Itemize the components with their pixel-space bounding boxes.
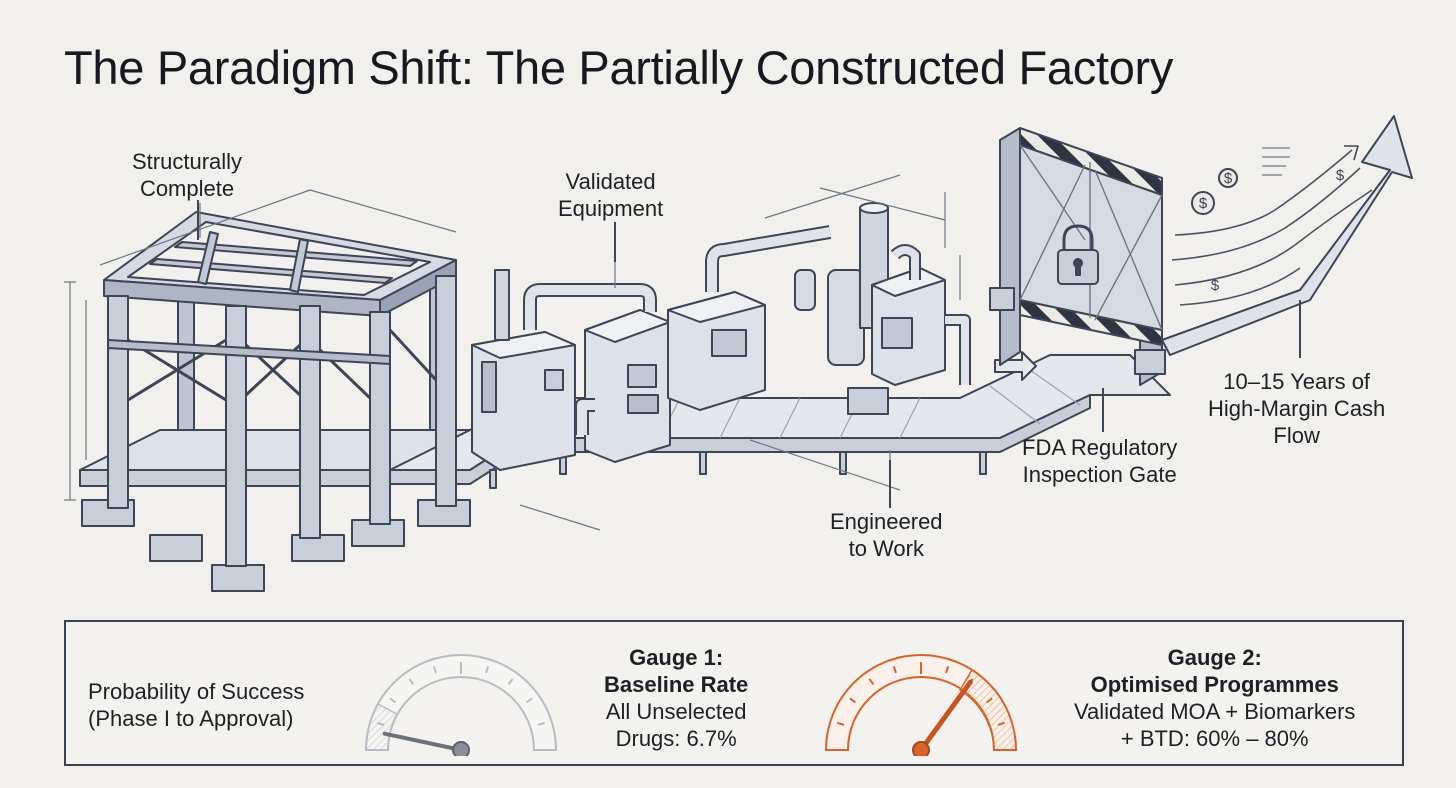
factory-illustration: $ $ $ $ (64, 115, 1413, 592)
gauge1-value: Drugs: 6.7% (615, 726, 737, 751)
label-cash-flow: 10–15 Years of High-Margin Cash Flow (1208, 368, 1385, 449)
dollar-icon: $ (1224, 170, 1233, 187)
gauge-tick (836, 721, 845, 726)
gauge2-caption: Gauge 2: Optimised Programmes Validated … (1074, 644, 1355, 752)
fda-gate (989, 127, 1166, 386)
label-validated-equipment: Validated Equipment (558, 168, 663, 222)
gauge-baseline (364, 654, 558, 756)
gauge-tick (537, 721, 546, 726)
gauge1-title: Gauge 1: (629, 645, 724, 670)
label-line: Complete (139, 176, 235, 201)
label-line: FDA Regulatory (1022, 435, 1178, 460)
gauge-tick (408, 678, 415, 686)
label-line: Flow (1273, 423, 1320, 448)
label-line: to Work (848, 536, 924, 561)
steel-frame (64, 189, 471, 592)
gauge-needle (918, 679, 973, 753)
probability-panel: Probability of Success (Phase I to Appro… (64, 620, 1404, 766)
gauge-tick (525, 697, 533, 704)
cash-flow-arrow (1161, 115, 1413, 356)
page-title: The Paradigm Shift: The Partially Constr… (64, 41, 1174, 94)
label-fda-gate: FDA Regulatory Inspection Gate (1022, 434, 1177, 488)
label-line: Validated (565, 169, 656, 194)
gauge-tick (849, 697, 857, 704)
probability-label: Probability of Success (Phase I to Appro… (88, 678, 304, 732)
gauge-optimised (824, 654, 1018, 756)
label-line: Engineered (830, 509, 943, 534)
gauge-tick (985, 697, 993, 704)
label-line: Inspection Gate (1022, 462, 1177, 487)
gauge2-subtitle: Optimised Programmes (1090, 672, 1339, 697)
label-line: Equipment (558, 196, 664, 221)
label-line: High-Margin Cash (1208, 396, 1386, 421)
gauge-tick (389, 697, 397, 704)
dollar-icon: $ (1211, 277, 1220, 294)
label-line: Structurally (132, 149, 243, 174)
gauge2-desc: Validated MOA + Biomarkers (1074, 699, 1356, 724)
label-line: Probability of Success (88, 679, 305, 704)
gauge-tick (892, 665, 897, 674)
label-line: 10–15 Years of (1223, 369, 1371, 394)
label-line: (Phase I to Approval) (88, 706, 294, 731)
gauge-needle (382, 731, 463, 752)
gauge2-value: + BTD: 60% – 80% (1120, 726, 1309, 751)
gauge-tick (997, 721, 1006, 726)
gauge1-caption: Gauge 1: Baseline Rate All Unselected Dr… (604, 644, 748, 752)
gauge-tick (868, 678, 875, 686)
dollar-icon: $ (1336, 167, 1345, 184)
validated-machines (471, 174, 971, 531)
gauge-tick (945, 665, 950, 674)
gauge1-desc: All Unselected (605, 699, 747, 724)
gauge1-subtitle: Baseline Rate (604, 672, 749, 697)
label-engineered-to-work: Engineered to Work (830, 508, 943, 562)
gauge-tick (485, 665, 490, 674)
gauge-tick (376, 721, 385, 726)
dollar-icon: $ (1199, 195, 1208, 212)
gauge-tick (507, 678, 514, 686)
gauge-tick (432, 665, 437, 674)
label-structurally-complete: Structurally Complete (132, 148, 242, 202)
gauge2-title: Gauge 2: (1167, 645, 1262, 670)
